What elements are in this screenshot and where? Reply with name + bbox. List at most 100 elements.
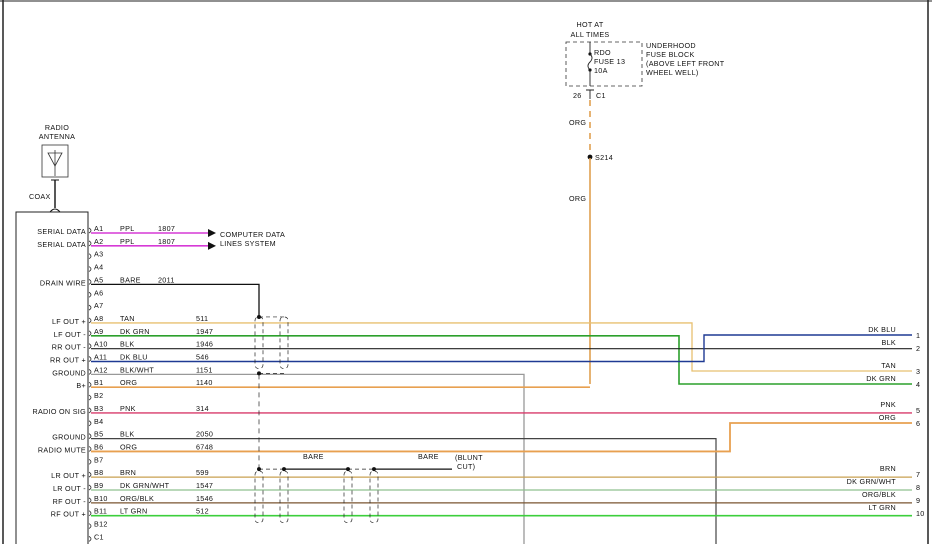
pin-connector-icon [88,381,92,388]
wire-color-label: TAN [120,314,135,323]
circuit-number: 599 [196,468,209,477]
bare-label-2: BARE [418,452,439,461]
antenna-icon [47,150,63,176]
pin-id: A12 [94,365,108,374]
terminal-color-label: LT GRN [869,503,897,512]
terminal-number: 8 [916,483,920,492]
radio-antenna: RADIO ANTENNA COAX [29,123,75,213]
pin-function: GROUND [52,433,86,442]
wire-color-label: ORG/BLK [120,494,154,503]
splice-label: S214 [595,153,613,162]
wires [91,229,912,544]
fuse-rating: 10A [594,66,608,75]
wire-ground-a12 [91,373,525,544]
circuit-number: 2011 [158,275,175,284]
splice-dot [372,467,376,472]
pin-function: LF OUT - [54,330,87,339]
pin-function: LF OUT + [52,317,86,326]
pin-id: A7 [94,301,103,310]
pin-connector-icon [88,446,92,452]
shield-outline [369,470,379,524]
pin-function: SERIAL DATA [37,227,86,236]
circuit-number: 1140 [196,378,213,387]
wire-color-label: ORG [120,442,137,451]
wire-color-label: BLK/WHT [120,365,154,374]
wire-lf-out-plus [91,322,912,372]
circuit-number: 314 [196,404,209,413]
circuit-number: 511 [196,314,208,323]
pin-id: B12 [94,520,108,529]
pin-function: RF OUT - [53,497,87,506]
splice-dot [346,467,350,472]
fuse-icon [587,53,593,71]
coax-label: COAX [29,192,51,201]
pin-connector-icon [88,330,92,337]
computer-data-label-2: LINES SYSTEM [220,239,276,248]
circuit-number: 512 [196,507,209,516]
terminal-number: 9 [916,496,920,505]
drain-wire [91,283,260,317]
arrow-icon [208,241,216,250]
pin-id: B4 [94,417,103,426]
shield-outline [343,470,353,524]
terminal-number: 7 [916,470,920,479]
pin-id: A11 [94,353,107,362]
circuit-number: 546 [196,353,209,362]
pin-function: RADIO MUTE [38,445,86,454]
pin-function: B+ [76,381,86,390]
circuit-number: 2050 [196,430,213,439]
wire-color-label: DK GRN [120,327,150,336]
pin-connector-icon [88,356,92,362]
pin-id: B5 [94,430,103,439]
terminal-number: 4 [916,380,920,389]
pin-id: B8 [94,468,103,477]
splice-dot [257,467,261,472]
wire-color-label: ORG [120,378,137,387]
splice-dot [282,467,286,472]
wire-color-label: BLK [120,430,135,439]
pin-id: B9 [94,481,103,490]
pin-id: C1 [94,532,104,541]
pin-function: RADIO ON SIG [32,407,86,416]
terminal-color-label: PNK [880,400,896,409]
fuse-block-outline [565,41,643,87]
fuse-block-label-3: (ABOVE LEFT FRONT [646,59,725,68]
pin-id: A8 [94,314,103,323]
fuse-block-label-2: FUSE BLOCK [646,50,695,59]
pin-id: B7 [94,455,103,464]
org-label-upper: ORG [569,118,586,127]
wire-color-label: PPL [120,224,135,233]
terminal-number: 1 [916,331,920,340]
wire-color-label: DK BLU [120,353,148,362]
blunt-cut-label-2: CUT) [457,462,475,471]
pin-id: A2 [94,237,103,246]
pin-connector-icon [88,523,92,529]
pin-connector-icon [88,510,92,517]
terminal-color-label: ORG/BLK [862,490,896,499]
computer-data-label-1: COMPUTER DATA [220,230,285,239]
bare-label-1: BARE [303,452,324,461]
terminal-color-label: DK GRN/WHT [847,477,897,486]
pin-connector-icon [88,484,92,491]
coax-connector-bottom [49,208,61,213]
pin-connector-icon [88,253,92,260]
terminal-number: 6 [916,419,920,428]
pin-connector-icon [88,536,92,542]
circuit-number: 6748 [196,442,213,451]
fuse-block: HOT AT ALL TIMES RDO FUSE 13 10A UNDERHO… [565,20,725,384]
pin-connector-icon [88,240,92,247]
pin-connector-icon [88,497,92,504]
wire-color-label: BRN [120,468,136,477]
splice-dot [257,314,261,319]
wire-color-label: DK GRN/WHT [120,481,170,490]
pin-id: A3 [94,250,103,259]
wire-color-label: LT GRN [120,507,148,516]
fuse-number: FUSE 13 [594,57,625,66]
hot-label-2: ALL TIMES [570,30,609,39]
pin-id: B6 [94,442,103,451]
c1-connector-icon [586,89,594,99]
terminal-color-label: BLK [882,338,897,347]
pin-connector-icon [88,343,92,349]
